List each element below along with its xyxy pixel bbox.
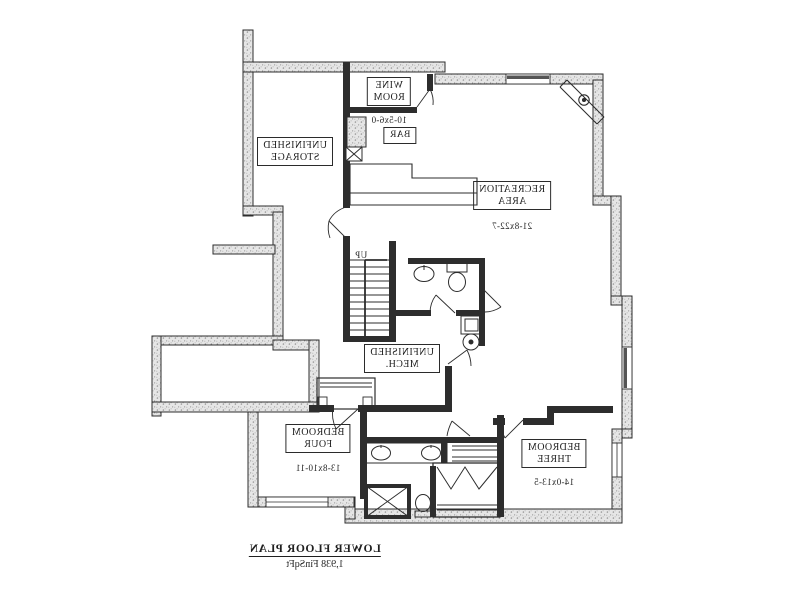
- plan-title-block: LOWER FLOOR PLAN 1,938 FinSqFt: [249, 543, 381, 572]
- room-name: MECH.: [385, 358, 419, 370]
- closet-shelf-lines: [437, 504, 497, 511]
- linen-shelves: [452, 445, 497, 462]
- stairs-up-label: UP: [354, 250, 368, 260]
- bar-cabinet: [346, 116, 367, 148]
- door-hall-bath: [446, 420, 471, 437]
- closet-shelf-lines: [320, 382, 372, 388]
- door-powder-bath: [429, 294, 456, 314]
- bar-counter: [349, 163, 478, 206]
- door-bedroom-four: [331, 407, 359, 430]
- room-name: BEDROOM: [527, 442, 581, 453]
- door-bedroom-three: [499, 419, 524, 439]
- hall-bathroom-fixtures: [362, 442, 497, 519]
- bedroom-four-dimension: 13-8x10-11: [295, 463, 341, 473]
- room-name: WINE: [375, 80, 403, 91]
- bar-label: BAR: [383, 124, 417, 144]
- staircase: [350, 259, 389, 338]
- toilet-icon: [414, 494, 432, 518]
- laundry-fixtures: [460, 315, 483, 351]
- door-bath-to-rec: [483, 289, 502, 313]
- bar-area: [345, 116, 478, 206]
- unfinished-storage-label: UNFINISHED STORAGE: [257, 137, 333, 166]
- recreation-area-dimension: 21-8x22-7: [491, 221, 533, 231]
- door-swings: [327, 88, 524, 439]
- room-name: STORAGE: [270, 151, 320, 163]
- window-bedroom-four: [265, 496, 329, 508]
- bedroom-four-label: BEDROOM FOUR: [285, 424, 351, 453]
- windows: [265, 73, 633, 508]
- plan-area-text: 1,938 FinSqFt: [286, 559, 344, 570]
- unfinished-mech-label: UNFINISHED MECH.: [364, 344, 440, 373]
- room-name: ROOM: [373, 91, 405, 103]
- washer-icon: [460, 315, 483, 335]
- water-heater-icon: [462, 333, 480, 351]
- recreation-area-label: RECREATION AREA: [472, 181, 552, 210]
- room-name: THREE: [536, 453, 572, 465]
- fireplace-icon: [559, 79, 605, 125]
- room-name: AREA: [497, 195, 527, 207]
- stair-treads: [350, 259, 389, 338]
- door-storage-rec: [327, 206, 347, 239]
- window-top: [505, 73, 551, 85]
- room-name: BEDROOM: [291, 427, 345, 438]
- room-name: BAR: [389, 130, 411, 140]
- room-name: FOUR: [303, 438, 333, 450]
- wine-room-label: WINE ROOM: [367, 77, 411, 106]
- bedroom-three-label: BEDROOM THREE: [521, 439, 587, 468]
- bedroom-three-dimension: 14-0x13-5: [533, 477, 575, 487]
- vanity-double-sink: [362, 442, 448, 464]
- plan-title: LOWER FLOOR PLAN: [249, 543, 381, 557]
- bifold-door: [436, 466, 498, 490]
- sink-icon: [413, 265, 435, 282]
- window-right-upper: [621, 346, 633, 390]
- toilet-icon: [446, 262, 468, 292]
- room-name: RECREATION: [478, 184, 546, 195]
- utility-closet: [316, 377, 376, 410]
- room-name: UNFINISHED: [263, 140, 327, 151]
- window-right-lower: [611, 442, 623, 478]
- door-mech: [447, 349, 472, 367]
- bedroom-three-closet: [432, 462, 501, 518]
- door-wine-room: [416, 88, 434, 108]
- bar-sink-icon: [345, 146, 363, 162]
- shower-icon: [364, 484, 411, 519]
- room-name: UNFINISHED: [370, 347, 434, 358]
- powder-bath-fixtures: [413, 262, 468, 292]
